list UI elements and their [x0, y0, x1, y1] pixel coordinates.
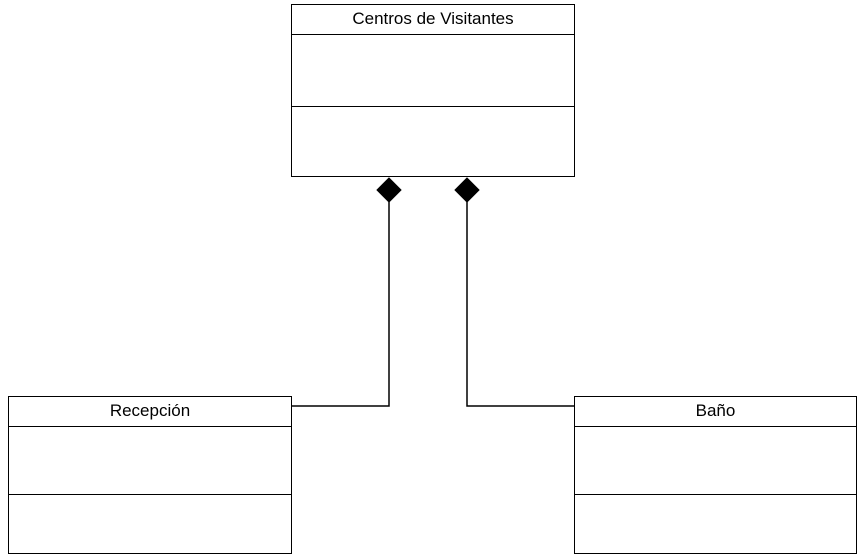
- composition-line-bano: [466, 202, 574, 407]
- composition-diamond-recepcion: [376, 177, 402, 203]
- class-attributes-compartment: [292, 35, 574, 107]
- class-name: Recepción: [9, 397, 291, 427]
- class-operations-compartment: [9, 495, 291, 552]
- composition-diamond-bano: [454, 177, 480, 203]
- class-name: Centros de Visitantes: [292, 5, 574, 35]
- class-box-centros-de-visitantes[interactable]: Centros de Visitantes: [291, 4, 575, 177]
- class-name: Baño: [575, 397, 856, 427]
- class-operations-compartment: [575, 495, 856, 552]
- class-attributes-compartment: [575, 427, 856, 495]
- composition-line-recepcion: [292, 202, 390, 407]
- class-operations-compartment: [292, 107, 574, 175]
- class-box-recepcion[interactable]: Recepción: [8, 396, 292, 554]
- class-box-bano[interactable]: Baño: [574, 396, 857, 554]
- class-attributes-compartment: [9, 427, 291, 495]
